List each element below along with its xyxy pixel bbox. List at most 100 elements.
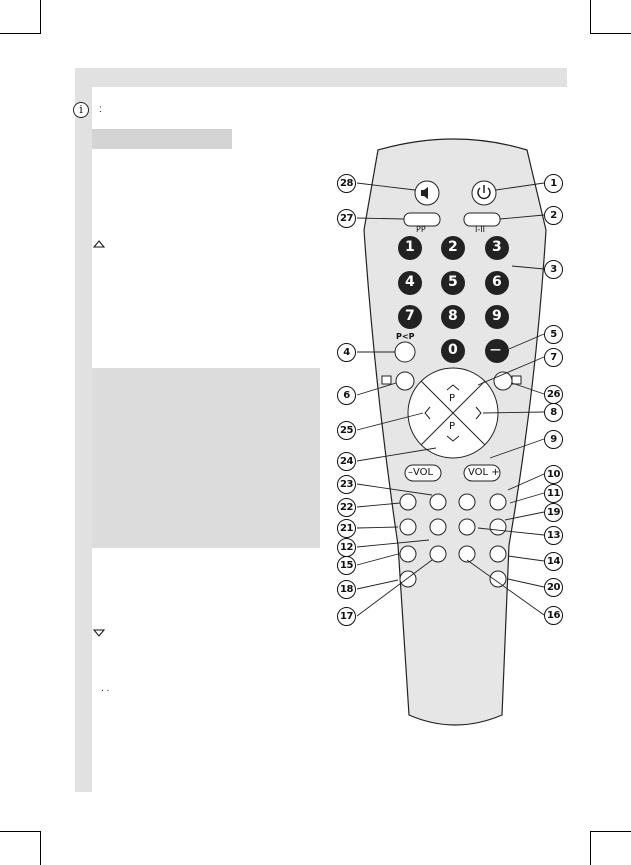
- standby-button: [463, 212, 501, 227]
- sound-mode-icon: [381, 375, 392, 385]
- pip-label: P<P: [396, 332, 415, 341]
- callout-2: 2: [544, 206, 563, 225]
- callout-6: 6: [337, 386, 356, 405]
- chevron-down-icon: [446, 435, 460, 442]
- function-button: [429, 493, 447, 511]
- number-key-label: 7: [405, 308, 415, 324]
- vol-minus-label: –VOL: [408, 467, 434, 478]
- dash-label: —: [490, 343, 501, 356]
- number-key-0: [441, 339, 465, 363]
- function-button: [458, 518, 476, 536]
- function-button: [489, 570, 507, 588]
- number-key-label: 2: [448, 239, 458, 255]
- callout-14: 14: [544, 552, 563, 571]
- triangle-up-icon: [93, 240, 105, 248]
- function-buttons: [399, 493, 507, 588]
- standby-label: I-II: [475, 225, 485, 234]
- number-key-1: [398, 236, 422, 260]
- number-key-label: 6: [492, 274, 502, 290]
- callout-24: 24: [337, 452, 356, 471]
- p-down-label: P: [449, 421, 456, 432]
- mute-icon: [421, 187, 428, 199]
- function-button: [489, 545, 507, 563]
- callout-15: 15: [337, 556, 356, 575]
- number-key-5: [441, 271, 465, 295]
- callout-26: 26: [544, 385, 563, 404]
- p-up-label: P: [449, 393, 456, 404]
- crop-mark: [40, 831, 41, 865]
- picture-mode-icon: [511, 375, 522, 385]
- vol-plus-button: [463, 464, 501, 482]
- number-keypad: [398, 236, 509, 363]
- chevron-right-icon: [475, 406, 482, 420]
- callout-28: 28: [337, 174, 356, 193]
- crop-mark: [591, 831, 631, 832]
- callout-1: 1: [544, 174, 563, 193]
- function-button: [489, 518, 507, 536]
- dots-text: . .: [101, 683, 110, 694]
- function-button: [458, 545, 476, 563]
- function-button: [489, 493, 507, 511]
- left-rail: [75, 87, 92, 792]
- note-panel: [92, 368, 320, 548]
- info-text: :: [99, 104, 102, 115]
- chevron-left-icon: [424, 406, 431, 420]
- callout-17: 17: [337, 607, 356, 626]
- number-key-8: [441, 305, 465, 329]
- vol-plus-label: VOL +: [468, 467, 500, 478]
- crop-mark: [590, 0, 591, 34]
- number-key-label: 3: [492, 239, 502, 255]
- callout-9: 9: [544, 430, 563, 449]
- vol-minus-button: [404, 464, 442, 482]
- sound-mode-button: [395, 371, 415, 391]
- number-key-label: 8: [448, 308, 458, 324]
- number-key-3: [485, 236, 509, 260]
- number-key-6: [485, 271, 509, 295]
- crop-mark: [591, 33, 631, 34]
- number-key-label: 5: [448, 274, 458, 290]
- function-button: [429, 545, 447, 563]
- callout-23: 23: [337, 475, 356, 494]
- power-icon: [477, 187, 491, 200]
- callout-20: 20: [544, 578, 563, 597]
- callout-12: 12: [337, 538, 356, 557]
- number-key-2: [441, 236, 465, 260]
- leader-lines: [356, 182, 545, 617]
- crop-mark: [590, 831, 591, 865]
- callout-11: 11: [544, 484, 563, 503]
- callout-5: 5: [544, 325, 563, 344]
- number-key-label: 4: [405, 274, 415, 290]
- number-key-label: 9: [492, 308, 502, 324]
- info-icon: i: [73, 102, 89, 118]
- callout-27: 27: [337, 209, 356, 228]
- callout-7: 7: [544, 348, 563, 367]
- callout-8: 8: [544, 403, 563, 422]
- pp-label: PP: [416, 225, 426, 234]
- number-key-4: [398, 271, 422, 295]
- callout-4: 4: [337, 343, 356, 362]
- dash-button: [485, 339, 509, 363]
- pp-button: [403, 212, 441, 227]
- function-button: [399, 518, 417, 536]
- callout-19: 19: [544, 503, 563, 522]
- pip-button: [394, 341, 416, 363]
- crop-mark: [0, 831, 40, 832]
- section-heading-bar: [92, 129, 232, 149]
- callout-10: 10: [544, 465, 563, 484]
- chevron-up-icon: [446, 384, 460, 391]
- crop-mark: [40, 0, 41, 34]
- number-key-9: [485, 305, 509, 329]
- callout-25: 25: [337, 421, 356, 440]
- callout-3: 3: [544, 260, 563, 279]
- function-button: [399, 493, 417, 511]
- function-button: [399, 545, 417, 563]
- number-key-7: [398, 305, 422, 329]
- callout-13: 13: [544, 526, 563, 545]
- number-key-label: 0: [448, 342, 458, 358]
- number-key-label: 1: [405, 239, 415, 255]
- crop-mark: [0, 33, 40, 34]
- triangle-down-icon: [93, 629, 105, 637]
- header-bar: [75, 68, 567, 87]
- callout-21: 21: [337, 519, 356, 538]
